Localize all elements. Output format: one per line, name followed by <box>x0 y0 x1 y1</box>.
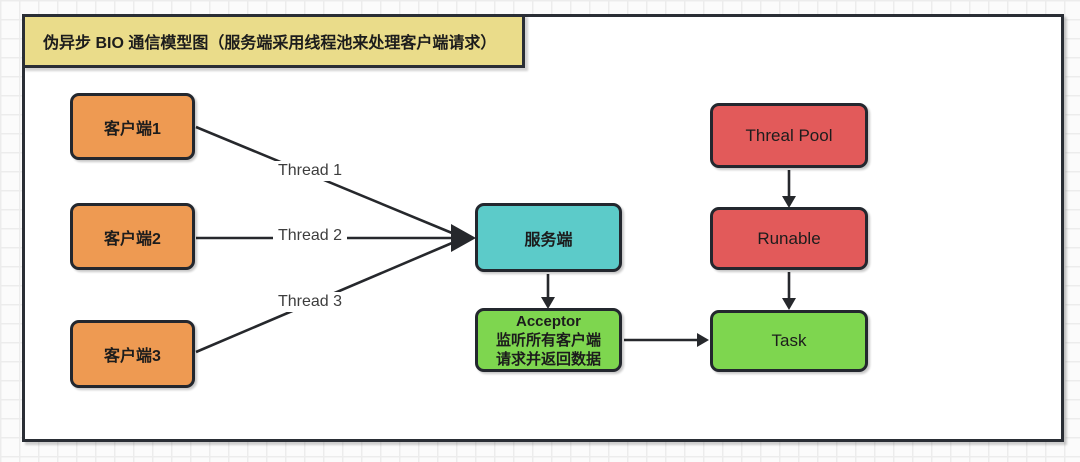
arrowhead-into-server-icon <box>451 224 476 252</box>
arrowhead-into-acceptor-icon <box>541 297 555 309</box>
node-runable-label: Runable <box>757 228 821 248</box>
node-client3: 客户端3 <box>70 320 195 388</box>
node-acceptor-title: Acceptor <box>515 312 582 330</box>
node-acceptor: Acceptor 监听所有客户端 请求并返回数据 <box>475 308 622 372</box>
node-client2-label: 客户端2 <box>104 230 161 248</box>
arrowhead-into-runable-icon <box>782 196 796 208</box>
node-acceptor-desc-line2: 请求并返回数据 <box>495 350 601 368</box>
node-task-label: Task <box>771 331 807 350</box>
node-thread-pool: Threal Pool <box>710 103 868 168</box>
node-client1-label: 客户端1 <box>104 120 161 138</box>
arrowhead-into-task-top-icon <box>782 298 796 310</box>
node-client3-label: 客户端3 <box>104 348 161 365</box>
node-client2: 客户端2 <box>70 203 195 270</box>
node-runable: Runable <box>710 207 868 270</box>
node-acceptor-desc-line1: 监听所有客户端 <box>495 331 601 349</box>
edge-label-thread1: Thread 1 <box>273 161 348 181</box>
edge-label-thread3: Thread 3 <box>273 292 348 312</box>
diagram-title: 伪异步 BIO 通信模型图（服务端采用线程池来处理客户端请求） <box>22 14 525 68</box>
node-thread-pool-label: Threal Pool <box>745 125 833 145</box>
arrowhead-into-task-left-icon <box>697 333 709 347</box>
node-task: Task <box>710 310 868 372</box>
node-client1: 客户端1 <box>70 93 195 160</box>
edge-label-thread2: Thread 2 <box>273 226 348 246</box>
node-server-label: 服务端 <box>524 231 573 249</box>
node-server: 服务端 <box>475 203 622 272</box>
